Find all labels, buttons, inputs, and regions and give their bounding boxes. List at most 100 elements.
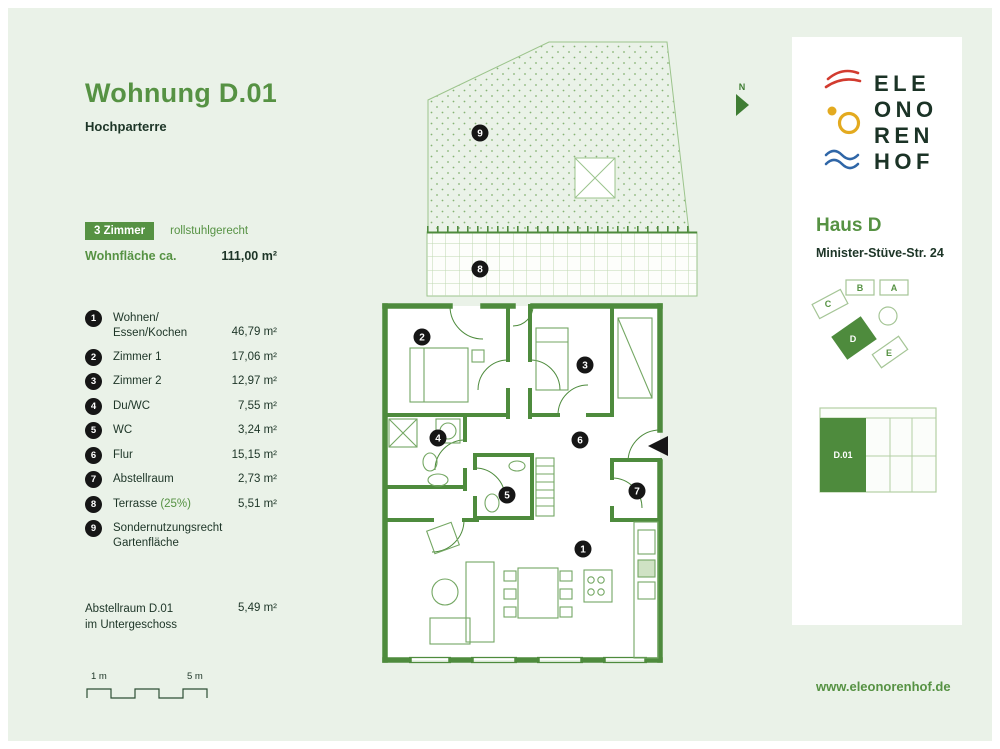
info-card: ELE ONO REN HOF Haus D Minister-Stüve-St… (792, 37, 962, 625)
building-inner-lines (820, 417, 936, 492)
legend-label-1a: Wohnen/ (113, 312, 159, 324)
storage-label-2: im Untergeschoss (85, 619, 178, 631)
legend-label-1b: Essen/Kochen (113, 327, 188, 339)
legend-label-8: Terrasse (113, 497, 158, 510)
svg-text:5: 5 (504, 491, 510, 502)
svg-text:2: 2 (419, 333, 425, 344)
legend-marker-5: 5 (85, 422, 102, 439)
legend-marker-8: 8 (85, 495, 102, 513)
living-area-row: Wohnfläche ca. 111,00 m² (85, 249, 277, 263)
room-marker-8: 8 (471, 260, 489, 278)
site-label-b: B (857, 283, 864, 293)
legend-label-5: WC (113, 424, 133, 436)
scale-ruler (86, 688, 208, 699)
logo-line-2: ONO (874, 97, 938, 122)
floor-level-label: Hochparterre (85, 119, 167, 134)
page-title: Wohnung D.01 (85, 78, 278, 108)
legend-row-1: 1 Wohnen/ Essen/Kochen 46,79 m² (85, 310, 277, 341)
storage-value: 5,49 m² (238, 602, 277, 614)
website-link[interactable]: www.eleonorenhof.de (816, 679, 951, 694)
north-label: N (739, 82, 746, 92)
logo-wordmark: ELE ONO REN HOF (874, 71, 938, 174)
legend-value-3: 12,97 m² (231, 375, 277, 387)
legend-marker-9: 9 (85, 520, 102, 537)
logo-blue-waves-icon (824, 149, 860, 170)
room-marker-6: 6 (571, 431, 589, 449)
living-area-value: 111,00 m² (221, 249, 277, 263)
scale-bar: 1 m 5 m (86, 671, 208, 699)
legend-row-8: 8 Terrasse (25%) 5,51 m² (85, 495, 277, 513)
terrace-area (426, 226, 698, 297)
site-building-a (879, 279, 909, 296)
room-marker-5: 5 (498, 486, 516, 504)
north-arrow-icon: N (736, 82, 749, 116)
legend-value-1: 46,79 m² (231, 326, 277, 338)
legend-marker-7: 7 (85, 471, 102, 488)
legend-marker-6: 6 (85, 446, 102, 464)
exterior-walls (382, 303, 663, 663)
site-circle (878, 306, 898, 326)
room-marker-7: 7 (628, 482, 646, 500)
legend-row-9: 9 Sondernutzungsrecht Gartenfläche (85, 520, 277, 551)
room-markers: 9 8 2 3 4 6 5 7 1 (413, 124, 646, 558)
site-label-a: A (891, 283, 898, 293)
legend-value-5: 3,24 m² (238, 424, 277, 436)
entrance-arrow-icon (648, 436, 668, 456)
svg-text:6: 6 (577, 436, 583, 447)
rooms-badge: 3 Zimmer (85, 222, 155, 240)
legend-suffix-8: (25%) (160, 497, 191, 510)
logo-line-4: HOF (874, 149, 934, 174)
room-marker-2: 2 (413, 328, 431, 346)
logo-yellow-ring-icon (837, 111, 861, 135)
legend-value-2: 17,06 m² (231, 350, 277, 363)
legend-row-6: 6 Flur 15,15 m² (85, 446, 277, 464)
basement-storage-row: Abstellraum D.01 im Untergeschoss 5,49 m… (85, 600, 277, 633)
svg-text:3: 3 (582, 361, 588, 372)
fact-badges: 3 Zimmer rollstuhlgerecht (85, 222, 248, 240)
garden-area (427, 41, 690, 233)
legend-label-4: Du/WC (113, 399, 151, 412)
legend-row-5: 5 WC 3,24 m² (85, 422, 277, 439)
legend-label-9a: Sondernutzungsrecht (113, 522, 223, 534)
scale-end-label: 5 m (187, 671, 203, 682)
legend-value-8: 5,51 m² (238, 497, 277, 510)
logo-red-strokes-icon (824, 69, 862, 89)
legend-label-6: Flur (113, 448, 133, 461)
unit-location-diagram: D.01 (819, 407, 937, 493)
legend-label-3: Zimmer 2 (113, 375, 162, 387)
legend-marker-1: 1 (85, 310, 102, 327)
room-marker-4: 4 (429, 429, 447, 447)
legend-label-9b: Gartenfläche (113, 537, 179, 549)
furniture (388, 317, 659, 659)
svg-text:9: 9 (477, 129, 483, 140)
legend-marker-2: 2 (85, 348, 102, 366)
svg-text:4: 4 (435, 434, 441, 445)
logo-yellow-dot-icon (827, 106, 837, 116)
site-building-b (845, 279, 875, 296)
room-legend: 1 Wohnen/ Essen/Kochen 46,79 m² 2 Zimmer… (85, 310, 277, 559)
house-title: Haus D (816, 215, 882, 236)
svg-text:8: 8 (477, 265, 483, 276)
eleonorenhof-logo: ELE ONO REN HOF (824, 69, 938, 174)
storage-label-1: Abstellraum D.01 (85, 603, 174, 615)
legend-value-4: 7,55 m² (238, 399, 277, 412)
legend-row-2: 2 Zimmer 1 17,06 m² (85, 348, 277, 366)
room-marker-9: 9 (471, 124, 489, 142)
site-plan: B A C D E (811, 279, 909, 369)
apartment-floor (385, 306, 660, 660)
unit-highlight (820, 418, 866, 492)
legend-row-3: 3 Zimmer 2 12,97 m² (85, 373, 277, 390)
floor-plan: 9 8 2 3 4 6 5 7 1 N (382, 41, 749, 664)
legend-marker-3: 3 (85, 373, 102, 390)
svg-text:1: 1 (580, 545, 586, 556)
room-marker-3: 3 (576, 356, 594, 374)
svg-text:7: 7 (634, 487, 640, 498)
legend-value-6: 15,15 m² (231, 448, 277, 461)
site-label-d: D (850, 334, 857, 344)
legend-label-2: Zimmer 1 (113, 350, 162, 363)
site-label-c: C (825, 299, 832, 309)
legend-row-4: 4 Du/WC 7,55 m² (85, 397, 277, 415)
accessibility-tag: rollstuhlgerecht (170, 225, 249, 237)
site-building-c (811, 288, 849, 320)
